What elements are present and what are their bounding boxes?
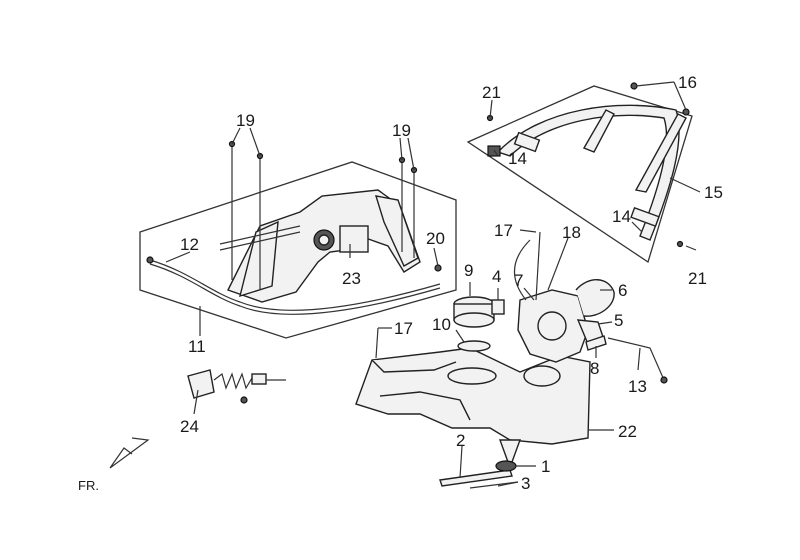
- callout-1: 1: [541, 457, 550, 476]
- callout-23: 23: [342, 269, 361, 288]
- callout-11: 11: [188, 337, 206, 356]
- frame-bracket-part: [219, 189, 421, 303]
- frame-assembly-box: [139, 161, 457, 339]
- callout-18: 18: [562, 223, 581, 242]
- vent-part: [491, 299, 505, 315]
- callout-3: 3: [521, 474, 530, 493]
- callout-21-bottom: 21: [688, 269, 707, 288]
- cable-part-outline: [149, 263, 441, 315]
- callout-5: 5: [614, 311, 623, 330]
- rod-end: [660, 376, 668, 384]
- callout-7: 7: [514, 271, 523, 290]
- screw-part: [585, 335, 607, 351]
- callout-8: 8: [590, 359, 599, 378]
- cable-end: [146, 256, 154, 264]
- fuel-pump-part: [513, 239, 615, 363]
- filler-cap-part: [453, 296, 495, 328]
- guard-assembly-box: [466, 85, 693, 264]
- callout-14-top: 14: [508, 149, 527, 168]
- front-arrow-icon: [109, 437, 150, 469]
- spring-latch-part: [187, 369, 286, 404]
- callout-22: 22: [618, 422, 637, 441]
- drain-hose-part: [439, 469, 513, 487]
- callout-21-top: 21: [482, 83, 501, 102]
- callout-24: 24: [180, 417, 199, 436]
- drain-plug-part: [495, 460, 517, 472]
- callout-2: 2: [456, 431, 465, 450]
- callout-9: 9: [464, 261, 473, 280]
- seal-ring-part: [457, 340, 491, 352]
- front-orientation-label: FR.: [78, 478, 99, 493]
- callout-19-left: 19: [236, 111, 255, 130]
- callout-19-right: 19: [392, 121, 411, 140]
- callout-4: 4: [492, 267, 501, 286]
- cable-part: [149, 259, 441, 311]
- callout-15: 15: [704, 183, 723, 202]
- callout-16: 16: [678, 73, 697, 92]
- callout-6: 6: [618, 281, 627, 300]
- callout-17-left: 17: [394, 319, 413, 338]
- callout-13: 13: [628, 377, 647, 396]
- guard-bar-part: [487, 104, 687, 241]
- leader-lines: [165, 81, 701, 487]
- rod-part: [607, 337, 665, 381]
- callout-12: 12: [180, 235, 199, 254]
- callout-17-top: 17: [494, 221, 513, 240]
- bolt-head: [676, 240, 684, 248]
- callout-14-bottom: 14: [612, 207, 631, 226]
- callout-20: 20: [426, 229, 445, 248]
- fuel-tank-part: [355, 347, 591, 463]
- callout-10: 10: [432, 315, 451, 334]
